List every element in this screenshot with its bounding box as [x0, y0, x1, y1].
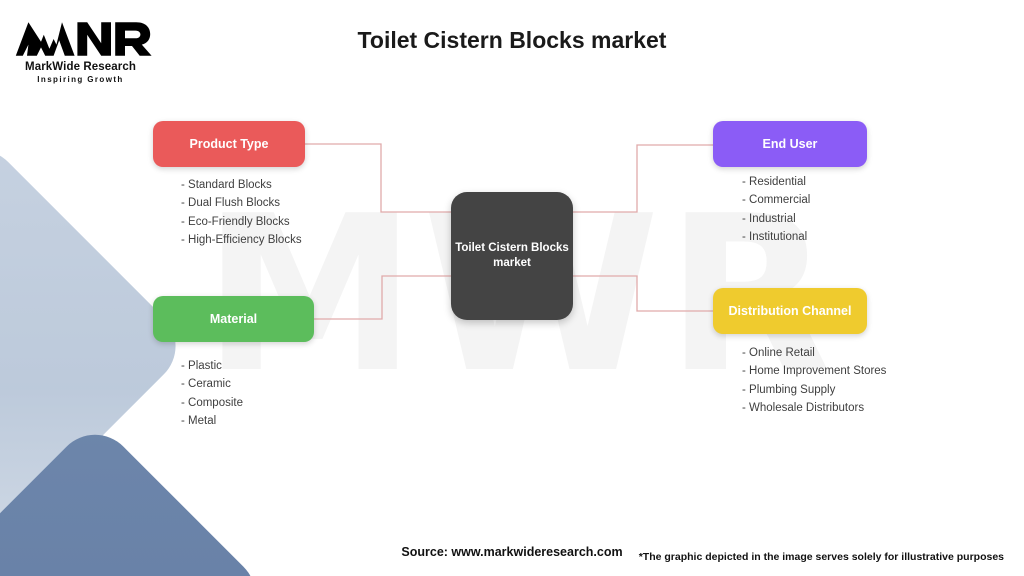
segment-items-end-user: - Residential - Commercial - Industrial … [742, 173, 810, 246]
page-title: Toilet Cistern Blocks market [357, 27, 667, 53]
brand-tagline: Inspiring Growth [37, 75, 124, 84]
segment-label-end-user: End User [762, 137, 818, 151]
segment-node-material[interactable]: Material [153, 296, 314, 342]
mwr-logo-icon [15, 22, 152, 56]
list-item: - Commercial [742, 194, 811, 207]
list-item: - Home Improvement Stores [742, 365, 887, 378]
list-item: - High-Efficiency Blocks [181, 233, 302, 246]
segment-label-material: Material [209, 312, 258, 326]
segment-node-end-user[interactable]: End User [713, 121, 867, 167]
list-item: - Residential [742, 176, 806, 188]
segment-items-product-type: - Standard Blocks - Dual Flush Blocks - … [181, 176, 302, 249]
list-item: - Plastic [181, 360, 222, 372]
segment-items-distribution-channel: - Online Retail - Home Improvement Store… [742, 344, 886, 417]
center-node-label: Toilet Cistern Blocks market [455, 242, 569, 269]
segment-node-product-type[interactable]: Product Type [153, 121, 305, 167]
list-item: - Ceramic [181, 378, 231, 391]
brand-name: MarkWide Research [25, 61, 136, 73]
brand-logo: MarkWide Research Inspiring Growth [13, 18, 152, 84]
list-item: - Institutional [742, 230, 808, 243]
list-item: - Eco-Friendly Blocks [181, 215, 290, 228]
segment-node-distribution-channel[interactable]: Distribution Channel [713, 288, 867, 334]
list-item: - Dual Flush Blocks [181, 197, 281, 210]
segment-items-material: - Plastic - Ceramic - Composite - Metal [181, 357, 243, 430]
segment-label-product-type: Product Type [189, 137, 269, 151]
list-item: - Plumbing Supply [742, 383, 836, 396]
list-item: - Standard Blocks [181, 179, 272, 191]
list-item: - Online Retail [742, 347, 815, 359]
list-item: - Composite [181, 396, 243, 409]
list-item: - Wholesale Distributors [742, 401, 865, 414]
list-item: - Industrial [742, 212, 796, 225]
segment-label-distribution-channel: Distribution Channel [728, 304, 852, 318]
disclaimer-text: *The graphic depicted in the image serve… [638, 551, 1004, 563]
center-node: Toilet Cistern Blocks market [451, 192, 573, 320]
list-item: - Metal [181, 414, 217, 427]
source-text: Source: www.markwideresearch.com [401, 545, 623, 559]
